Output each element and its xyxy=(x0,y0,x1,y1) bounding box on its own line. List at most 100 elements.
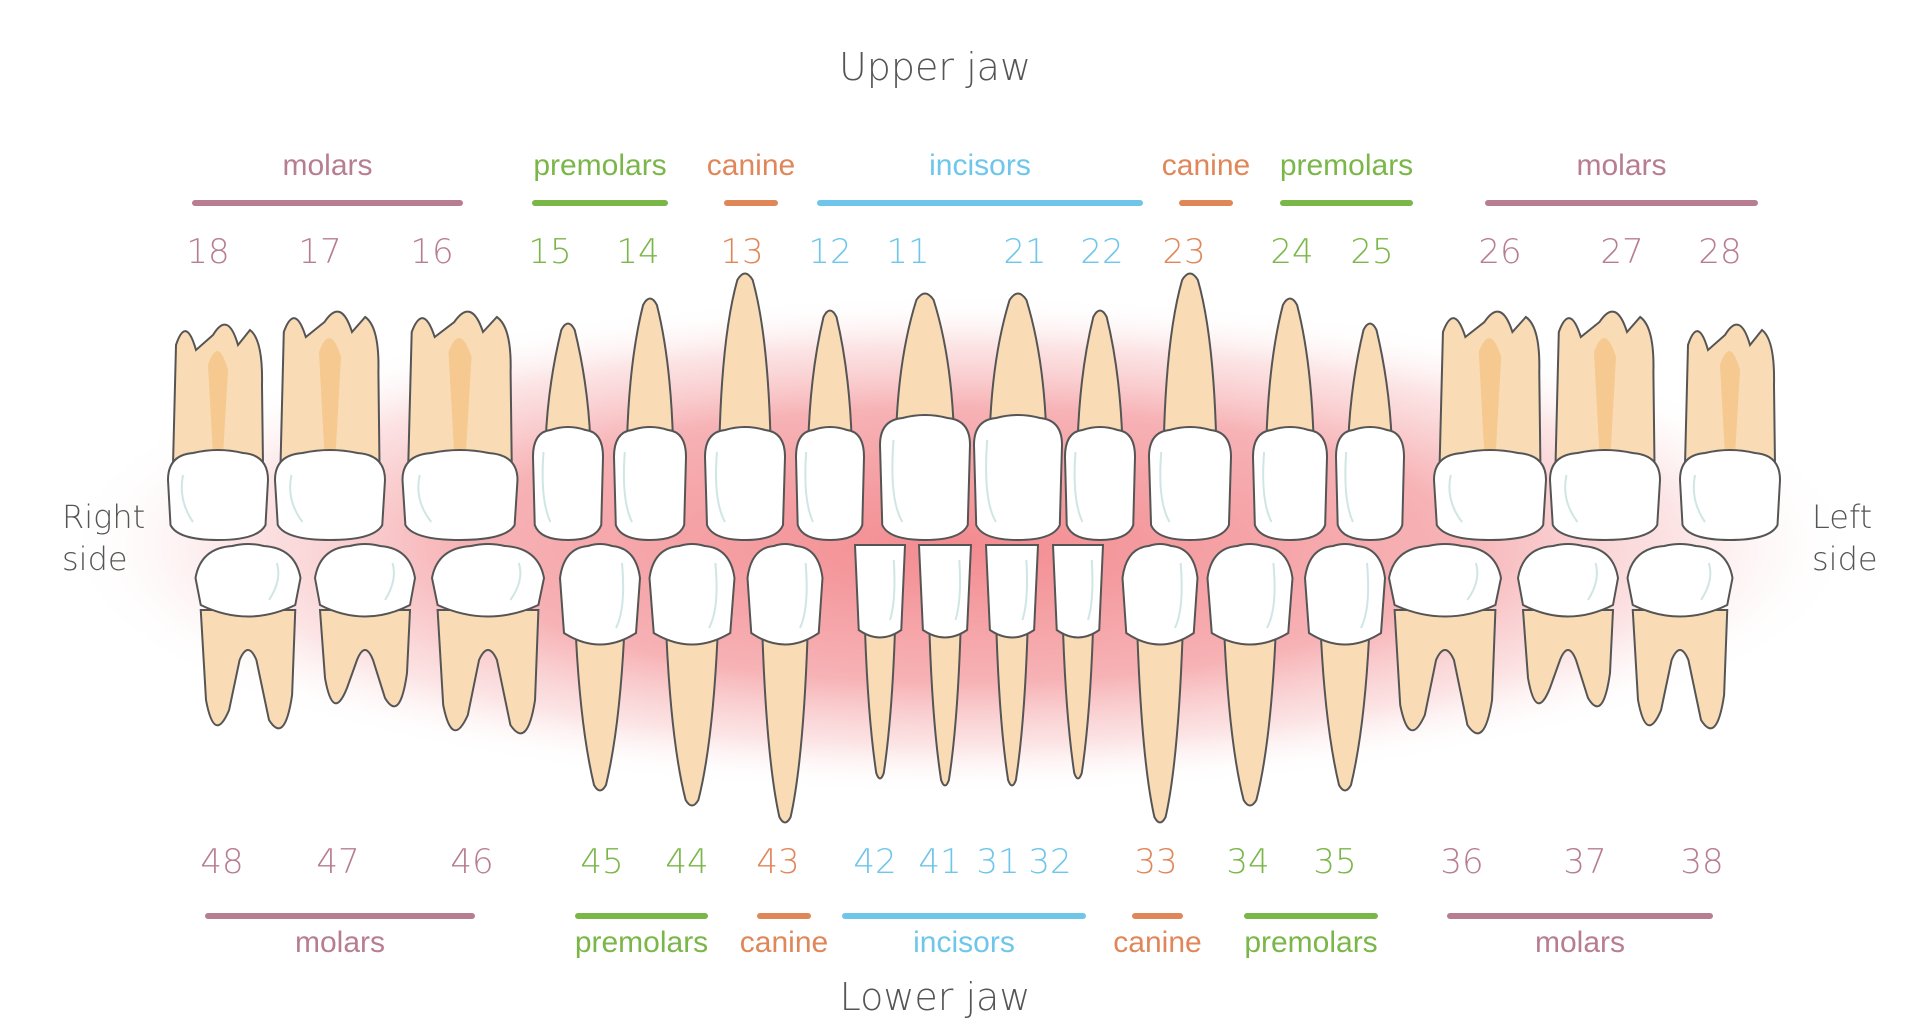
tooth-crown xyxy=(1334,426,1406,542)
tooth-root xyxy=(718,272,772,443)
crown-highlight xyxy=(1587,562,1598,601)
crown-highlight xyxy=(1174,562,1183,629)
tooth-root xyxy=(1319,637,1371,792)
crown-highlight xyxy=(268,562,280,601)
tooth-crown xyxy=(531,426,605,542)
right-side-label-line2: side xyxy=(62,540,128,578)
crown-highlight xyxy=(1360,562,1370,629)
upper-tooth-13 xyxy=(703,272,787,542)
crown-highlight xyxy=(1344,451,1354,523)
upper-tooth-number-16: 16 xyxy=(410,232,453,272)
tooth-root xyxy=(1223,637,1277,807)
lower-group-label-canine: canine xyxy=(740,926,828,959)
crown-highlight xyxy=(1262,451,1273,523)
lower-tooth-42 xyxy=(853,544,907,780)
lower-tooth-31 xyxy=(984,544,1040,787)
upper-group-label-premolars: premolars xyxy=(1280,149,1413,182)
upper-tooth-number-27: 27 xyxy=(1600,232,1643,272)
lower-tooth-37 xyxy=(1516,543,1620,708)
tooth-crown xyxy=(1051,544,1105,639)
left-side-label-line1: Left xyxy=(1812,498,1872,536)
lower-tooth-43 xyxy=(746,543,824,824)
tooth-crown xyxy=(401,449,519,542)
upper-tooth-17 xyxy=(273,310,387,542)
tooth-root xyxy=(1265,297,1315,443)
lower-group-label-incisors: incisors xyxy=(913,926,1015,959)
root-shading xyxy=(448,338,472,455)
lower-jaw-title: Lower jaw xyxy=(840,975,1031,1019)
tooth-root xyxy=(1631,609,1729,730)
lower-tooth-35 xyxy=(1303,543,1387,792)
upper-group-label-premolars: premolars xyxy=(533,149,666,182)
tooth-crown xyxy=(1432,449,1548,542)
tooth-root xyxy=(625,297,675,443)
tooth-root xyxy=(318,609,412,708)
tooth-crown xyxy=(794,426,866,542)
upper-tooth-25 xyxy=(1334,322,1406,542)
crown-highlight xyxy=(615,562,625,629)
lower-group-label-molars: molars xyxy=(295,926,385,959)
lower-tooth-44 xyxy=(648,543,736,807)
upper-tooth-27 xyxy=(1548,310,1662,542)
upper-tooth-12 xyxy=(794,309,866,542)
lower-tooth-45 xyxy=(558,543,642,792)
lower-tooth-number-47: 47 xyxy=(316,842,359,882)
tooth-root xyxy=(436,609,540,735)
crown-highlight xyxy=(1448,474,1463,523)
crown-highlight xyxy=(1692,474,1706,523)
crown-highlight xyxy=(289,474,304,523)
crown-highlight xyxy=(1073,451,1084,523)
tooth-root xyxy=(544,322,592,443)
upper-group-label-canine: canine xyxy=(707,149,795,182)
tooth-crown xyxy=(273,449,387,542)
lower-tooth-number-44: 44 xyxy=(665,842,708,882)
upper-jaw-title: Upper jaw xyxy=(839,45,1031,89)
crown-highlight xyxy=(384,562,395,601)
upper-tooth-number-21: 21 xyxy=(1003,232,1046,272)
upper-tooth-number-23: 23 xyxy=(1162,232,1205,272)
upper-tooth-number-26: 26 xyxy=(1478,232,1521,272)
crown-highlight xyxy=(954,559,962,621)
lower-tooth-number-48: 48 xyxy=(200,842,243,882)
lower-tooth-number-37: 37 xyxy=(1563,842,1606,882)
upper-tooth-16 xyxy=(401,310,519,542)
upper-tooth-22 xyxy=(1063,309,1137,542)
lower-teeth xyxy=(194,543,1734,824)
right-side-label-line1: Right xyxy=(62,498,145,536)
lower-tooth-41 xyxy=(917,544,973,787)
lower-tooth-34 xyxy=(1206,543,1294,807)
upper-tooth-15 xyxy=(531,322,605,542)
root-shading xyxy=(1478,338,1502,455)
crown-highlight xyxy=(799,562,808,629)
upper-tooth-24 xyxy=(1251,297,1329,542)
tooth-root xyxy=(1061,629,1095,780)
crown-highlight xyxy=(1087,559,1094,621)
tooth-crown xyxy=(313,543,417,618)
upper-tooth-23 xyxy=(1147,272,1233,542)
tooth-root xyxy=(1347,322,1393,443)
upper-tooth-number-11: 11 xyxy=(886,232,929,272)
tooth-root xyxy=(574,637,626,792)
tooth-crown xyxy=(1303,543,1387,646)
crown-highlight xyxy=(804,451,814,523)
upper-group-label-molars: molars xyxy=(282,149,372,182)
lower-group-label-premolars: premolars xyxy=(575,926,708,959)
crown-highlight xyxy=(622,451,633,523)
upper-tooth-number-25: 25 xyxy=(1350,232,1393,272)
crown-highlight xyxy=(1564,474,1579,523)
tooth-crown xyxy=(648,543,736,646)
lower-tooth-32 xyxy=(1051,544,1105,780)
lower-tooth-46 xyxy=(430,543,546,735)
lower-tooth-number-32: 32 xyxy=(1028,842,1071,882)
crown-highlight xyxy=(1159,451,1171,523)
lower-tooth-number-38: 38 xyxy=(1680,842,1723,882)
crown-highlight xyxy=(985,439,997,523)
lower-tooth-number-41: 41 xyxy=(918,842,961,882)
left-side-label-line2: side xyxy=(1812,540,1878,578)
tooth-root xyxy=(1162,272,1218,443)
tooth-crown xyxy=(917,544,973,639)
tooth-crown xyxy=(746,543,824,646)
tooth-crown xyxy=(1147,426,1233,542)
